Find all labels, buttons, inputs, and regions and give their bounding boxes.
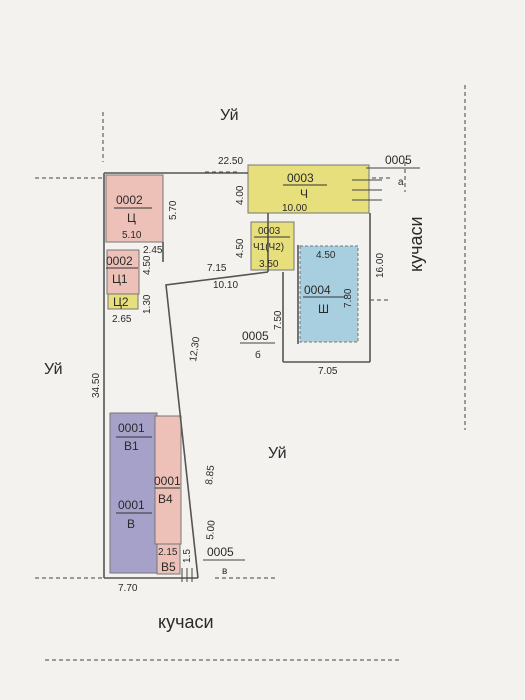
dim-7-50: 7.50 xyxy=(273,310,284,330)
dim-4-50-c: 4.50 xyxy=(316,250,336,261)
dim-8-85: 8.85 xyxy=(204,464,217,485)
dim-5-10: 5.10 xyxy=(122,230,142,241)
dim-5-70: 5.70 xyxy=(168,200,179,220)
point-a-name: а xyxy=(398,177,404,188)
street-label-right: кучаси xyxy=(406,216,426,272)
dim-top: 22.50 xyxy=(218,156,243,167)
street-edges xyxy=(35,85,466,661)
dim-1-30: 1.30 xyxy=(142,294,153,314)
point-v-name: в xyxy=(222,566,227,577)
point-v-code: 0005 xyxy=(207,545,234,559)
block-ts-code: 0002 xyxy=(116,193,143,207)
dim-right: 16.00 xyxy=(375,253,386,278)
dim-7-80: 7.80 xyxy=(343,288,354,308)
building-v5 xyxy=(156,543,181,575)
block-v-name: В xyxy=(127,517,135,531)
block-ts1-name: Ц1 xyxy=(112,272,128,286)
dim-2-15: 2.15 xyxy=(158,547,178,558)
point-a-code: 0005 xyxy=(385,153,412,167)
block-v4-code: 0001 xyxy=(154,474,181,488)
building-sh xyxy=(299,245,359,343)
dim-3-50: 3.50 xyxy=(259,259,279,270)
street-label-bottom: кучаси xyxy=(158,612,214,632)
dim-4-50-a: 4.50 xyxy=(142,255,153,275)
dim-1-5: 1.5 xyxy=(182,549,193,563)
dim-7-05: 7.05 xyxy=(318,366,338,377)
block-ts1-code: 0002 xyxy=(106,254,133,268)
dim-10-00: 10.00 xyxy=(282,203,307,214)
dim-4-00: 4.00 xyxy=(235,185,246,205)
dim-12-30: 12.30 xyxy=(188,336,202,363)
plot-outline xyxy=(103,172,371,579)
building-v4 xyxy=(154,415,182,545)
block-ch-code: 0003 xyxy=(287,171,314,185)
block-ch-name: Ч xyxy=(300,187,308,201)
block-v-code: 0001 xyxy=(118,498,145,512)
dim-7-15: 7.15 xyxy=(207,263,227,274)
building-ts2 xyxy=(107,293,139,310)
building-ch1 xyxy=(250,221,295,271)
block-sh-name: Ш xyxy=(318,302,329,316)
dim-10-10: 10.10 xyxy=(213,280,238,291)
point-marker-a xyxy=(352,167,420,201)
point-b-name: б xyxy=(255,349,261,361)
block-v1-code: 0001 xyxy=(118,421,145,435)
dim-bottom: 7.70 xyxy=(118,583,138,594)
building-v xyxy=(109,412,158,574)
building-ch xyxy=(247,164,370,214)
block-v4-name: В4 xyxy=(158,492,173,506)
street-label-top: Уй xyxy=(220,107,239,124)
block-ts2-name: Ц2 xyxy=(113,295,129,309)
building-ts1 xyxy=(106,249,140,295)
code-underlines xyxy=(106,184,345,514)
point-marker-v xyxy=(181,559,245,582)
dim-5-00: 5.00 xyxy=(205,519,218,540)
block-ch1-code: 0003 xyxy=(258,226,281,237)
dim-4-50-b: 4.50 xyxy=(235,238,246,258)
dim-2-45: 2.45 xyxy=(143,245,163,256)
block-ts-name: Ц xyxy=(127,211,136,225)
dim-2-65: 2.65 xyxy=(112,314,132,325)
block-ch1-name: Ч1(Ч2) xyxy=(253,242,284,253)
street-label-left: Уй xyxy=(44,361,63,378)
dim-left: 34.50 xyxy=(91,373,102,398)
point-b-code: 0005 xyxy=(242,329,269,343)
street-label-mid: Уй xyxy=(268,445,287,462)
block-v5-name: В5 xyxy=(161,560,176,574)
block-v1-name: В1 xyxy=(124,439,139,453)
block-sh-code: 0004 xyxy=(304,283,331,297)
